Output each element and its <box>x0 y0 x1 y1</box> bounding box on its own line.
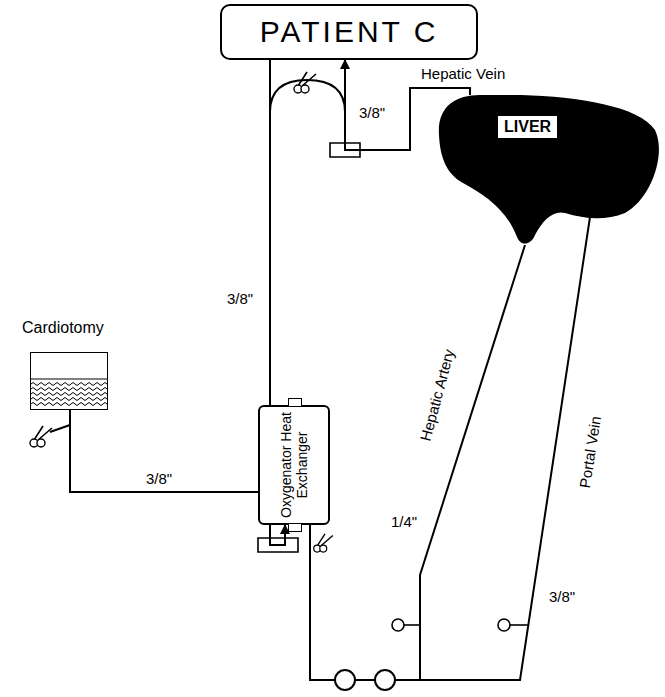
fluid-surface <box>31 378 107 379</box>
tubing-line <box>310 217 590 680</box>
tube-label: 3/8" <box>358 104 386 121</box>
tube-label: 1/4" <box>390 513 418 530</box>
tube-label: 3/8" <box>145 470 173 487</box>
gauge-stem <box>404 624 420 626</box>
tube-label: 3/8" <box>548 588 576 605</box>
tubing-clamp <box>314 534 333 552</box>
clamp-branch <box>50 425 70 432</box>
reservoir: Cardiotomy <box>22 318 118 410</box>
reservoir-box <box>30 352 108 410</box>
oxygenator-box: Oxygenator Heat Exchanger <box>258 405 330 525</box>
tube-label: Hepatic Vein <box>420 65 506 82</box>
patient-box: PATIENT C <box>220 4 478 60</box>
fluid-wave <box>31 398 107 401</box>
tube-label: Portal Vein <box>576 414 604 490</box>
reservoir-label: Cardiotomy <box>22 318 118 338</box>
pressure-gauge <box>392 619 404 631</box>
fluid-wave <box>31 383 107 386</box>
organ-label: LIVER <box>497 115 558 139</box>
fluid-level <box>31 353 107 409</box>
pump-roller <box>375 670 395 690</box>
gauge-stem <box>510 624 528 626</box>
tubing-line <box>310 245 525 680</box>
liver-organ: LIVER <box>435 95 660 245</box>
pressure-gauge <box>498 619 510 631</box>
patient-name: PATIENT C <box>260 15 439 49</box>
bypass-shunt <box>270 80 345 112</box>
pump-roller <box>335 670 355 690</box>
tube-label: Hepatic Artery <box>416 346 457 443</box>
fluid-wave <box>31 388 107 391</box>
tubing-clamp <box>30 426 52 447</box>
oxygenator-port <box>288 523 302 532</box>
device-label: Oxygenator Heat Exchanger <box>278 409 310 521</box>
tubing-line <box>70 410 285 545</box>
liver-outline <box>439 95 659 244</box>
fluid-wave <box>31 403 107 406</box>
tubing-clamp <box>294 72 316 93</box>
fluid-wave <box>31 393 107 396</box>
tube-label: 3/8" <box>226 290 254 307</box>
oxygenator-port <box>288 398 302 407</box>
